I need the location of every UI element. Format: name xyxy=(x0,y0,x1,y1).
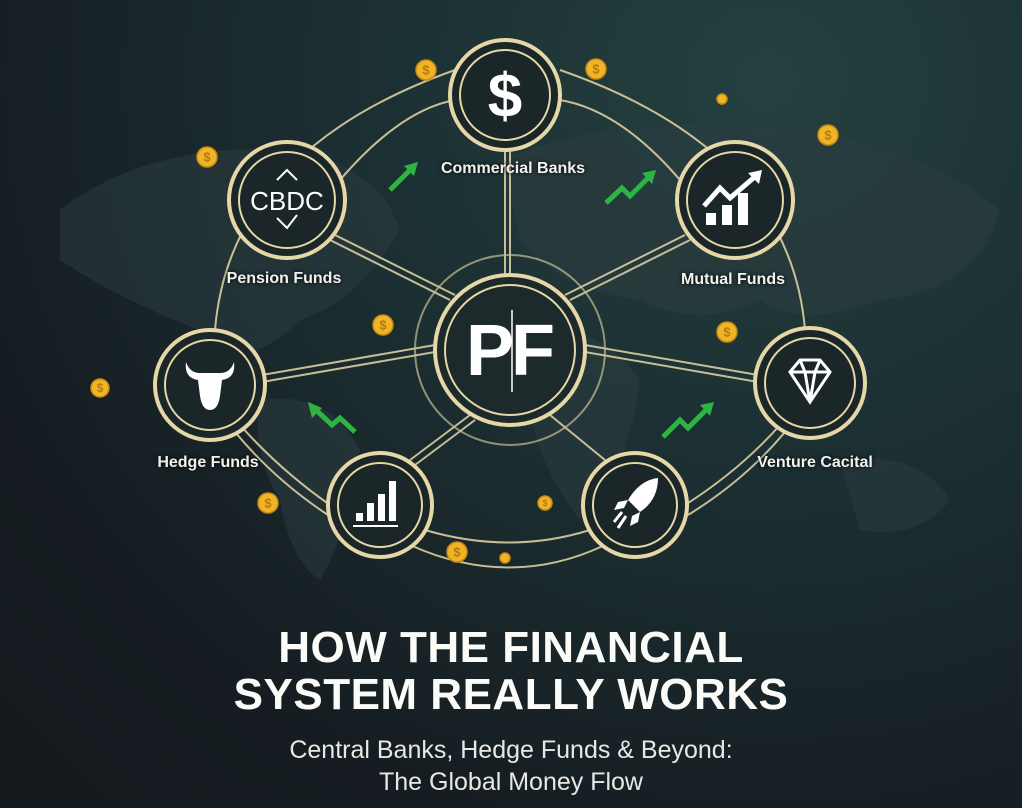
node-pension-funds[interactable]: CBDC xyxy=(227,140,347,260)
pf-logo-icon: P F xyxy=(466,310,555,392)
coin-dollar-glyph: $ xyxy=(422,63,430,78)
label-venture-capital: Venture Cacital xyxy=(757,454,873,471)
coins: $ $ $ $ $ $ $ $ $ $ xyxy=(90,58,839,564)
up-arrow-icon xyxy=(314,408,357,434)
coin-icon xyxy=(372,314,394,336)
coin-dollar-glyph: $ xyxy=(723,325,731,340)
cbdc-chevrons-icon xyxy=(276,168,298,230)
up-arrow-icon xyxy=(388,168,412,192)
title-line-2: SYSTEM REALLY WORKS xyxy=(233,670,789,719)
svg-text:P: P xyxy=(466,311,514,391)
coin-icon xyxy=(716,93,728,105)
coin-icon xyxy=(90,378,110,398)
label-mutual-funds: Mutual Funds xyxy=(681,271,785,288)
up-arrow-icon xyxy=(604,176,650,205)
label-hedge-funds: Hedge Funds xyxy=(157,454,259,471)
coin-dollar-glyph: $ xyxy=(97,382,104,395)
coin-icon xyxy=(585,58,607,80)
coin-icon xyxy=(817,124,839,146)
coin-icon xyxy=(499,552,511,564)
growth-chart-icon xyxy=(702,170,762,225)
cbdc-icon: CBDC xyxy=(250,186,324,216)
coin-dollar-glyph: $ xyxy=(203,150,211,165)
coin-dollar-glyph: $ xyxy=(379,318,387,333)
coin-icon xyxy=(415,59,437,81)
subtitle-line-2: The Global Money Flow xyxy=(378,768,643,796)
up-arrow-icon xyxy=(661,408,708,439)
growth-arrows xyxy=(308,162,714,439)
label-pension-funds: Pension Funds xyxy=(226,270,342,287)
node-commercial-banks[interactable]: $ xyxy=(448,38,562,152)
rocket-icon xyxy=(612,478,658,529)
label-commercial-banks: Commercial Banks xyxy=(440,160,586,177)
coin-dollar-glyph: $ xyxy=(592,62,600,77)
node-hedge-funds[interactable] xyxy=(153,328,267,442)
coin-dollar-glyph: $ xyxy=(824,128,832,143)
coin-icon xyxy=(446,541,468,563)
node-venture-capital[interactable] xyxy=(753,326,867,440)
bar-chart-icon xyxy=(353,481,398,527)
svg-text:F: F xyxy=(511,311,555,391)
coin-icon xyxy=(716,321,738,343)
coin-icon xyxy=(257,492,279,514)
coin-dollar-glyph: $ xyxy=(453,545,461,560)
node-bar-chart[interactable] xyxy=(326,451,434,559)
dollar-icon: $ xyxy=(488,62,522,131)
coin-dollar-glyph: $ xyxy=(264,496,272,511)
connection-lines xyxy=(214,69,806,569)
node-mutual-funds[interactable] xyxy=(675,140,795,260)
subtitle-line-1: Central Banks, Hedge Funds & Beyond: xyxy=(289,736,733,764)
coin-icon xyxy=(537,495,553,511)
diamond-icon xyxy=(788,358,832,405)
node-rocket[interactable] xyxy=(581,451,689,559)
coin-icon xyxy=(196,146,218,168)
bull-icon xyxy=(185,362,235,410)
node-center-pf[interactable]: P F xyxy=(433,273,587,427)
title-line-1: HOW THE FINANCIAL xyxy=(278,623,744,672)
coin-dollar-glyph: $ xyxy=(542,498,547,508)
